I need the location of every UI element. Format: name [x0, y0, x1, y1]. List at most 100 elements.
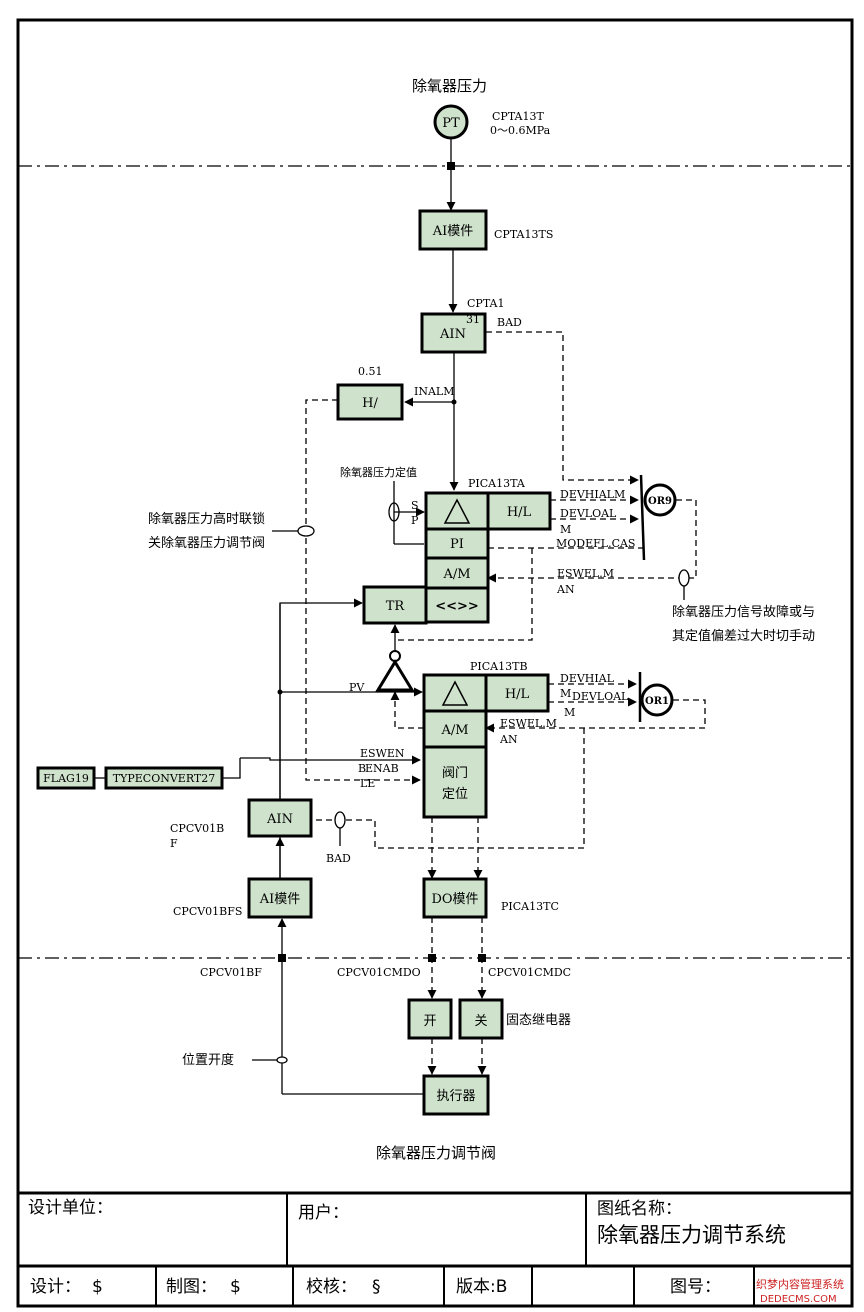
diagram-caption: 除氧器压力调节阀 — [376, 1144, 496, 1162]
eswen-line — [240, 755, 421, 765]
or1-to-am2 — [485, 699, 706, 733]
tb-draw-val: $ — [230, 1277, 241, 1297]
note-fault-1: 除氧器压力信号故障或与 — [672, 605, 815, 620]
do-module — [422, 877, 488, 919]
pi-label: PI — [450, 537, 464, 552]
note-fault-2: 其定值偏差过大时切手动 — [672, 628, 815, 644]
ai-module-2 — [247, 877, 313, 919]
position-tap — [276, 1056, 288, 1064]
pica-b-tag: PICA13TB — [470, 660, 528, 673]
eswel2-b: AN — [499, 733, 518, 746]
tb-version: 版本:B — [456, 1277, 507, 1297]
cpcv01bf-label: CPCV01BF — [200, 966, 262, 979]
or1-gate — [640, 683, 674, 717]
do-module-label: DO模件 — [431, 892, 478, 907]
bad2-tap — [334, 811, 346, 829]
ai-module-2-label: AI模件 — [259, 892, 301, 907]
sensor-tag: CPTA13T — [492, 110, 544, 123]
close-label: 关 — [474, 1014, 487, 1029]
modefl-to-tr — [395, 548, 533, 641]
pica-a-tag: PICA13TA — [468, 477, 526, 490]
sp-p: P — [411, 514, 419, 527]
ain-block-1-tag-b: 31 — [466, 313, 480, 326]
watermark-line-2: DEDECMS.COM — [760, 1294, 837, 1305]
terminal-mark — [447, 162, 455, 170]
enab-b: LE — [360, 777, 375, 790]
terminal-mark-2 — [278, 954, 286, 962]
ain-block-2 — [247, 798, 313, 838]
am2-to-inverter — [390, 691, 424, 729]
am-block-1 — [424, 556, 490, 590]
eswen-b: B — [358, 762, 366, 775]
valve-pos-2: 定位 — [442, 787, 468, 802]
hl-label-2: H/L — [505, 687, 530, 702]
hl-block-2 — [484, 673, 550, 713]
enab-label: ENAB — [365, 762, 399, 775]
ain-block-2-tag-b: F — [170, 837, 178, 850]
ain-block-1 — [420, 312, 487, 354]
hslash-label: H/ — [362, 396, 378, 411]
bad2-line — [316, 728, 585, 849]
tr-block — [362, 585, 428, 625]
devloal-m: M — [560, 523, 571, 536]
bad-label-2: BAD — [326, 852, 351, 865]
delta-symbol-2 — [441, 680, 469, 706]
eswel1-b: AN — [556, 583, 575, 596]
watermark-line-1: 织梦内容管理系统 — [756, 1277, 844, 1291]
devhial2-label: DEVHIAL — [560, 672, 615, 685]
pv-label: PV — [349, 681, 365, 694]
do-module-tag: PICA13TC — [501, 900, 559, 913]
ai-module-1-tag: CPTA13TS — [494, 228, 553, 241]
arrows-label: <<>> — [435, 599, 479, 614]
ai-module-1 — [418, 209, 488, 251]
fault-tap — [678, 569, 690, 587]
cmdc-label: CPCV01CMDC — [488, 966, 571, 979]
hl-block-1 — [486, 491, 552, 531]
bad-label-1: BAD — [497, 316, 522, 329]
tb-drawing-name-label: 图纸名称： — [597, 1199, 682, 1219]
ain-block-2-label: AIN — [266, 812, 293, 827]
devhialm-label: DEVHIALM — [560, 488, 625, 501]
ai-module-2-tag: CPCV01BFS — [173, 905, 242, 918]
am-label-2: A/M — [440, 723, 468, 738]
page-border — [16, 18, 854, 1308]
devloal2-m: M — [564, 706, 575, 719]
pt-symbol: PT — [442, 116, 460, 131]
sensor-range: 0～0.6MPa — [490, 124, 551, 137]
open-relay — [407, 998, 453, 1040]
devloal-label: DEVLOAL — [560, 507, 617, 520]
inalm-label: INALM — [414, 385, 454, 398]
actuator-block — [422, 1074, 490, 1116]
note-interlock-1: 除氧器压力高时联锁 — [148, 511, 265, 527]
actuator-label: 执行器 — [436, 1089, 475, 1104]
tb-design-unit: 设计单位： — [28, 1198, 113, 1218]
sensor-title: 除氧器压力 — [412, 77, 487, 95]
hslash-to-valve — [305, 399, 421, 785]
valve-pos-1: 阀门 — [442, 766, 468, 781]
terminal-mark-3 — [428, 954, 436, 962]
tb-design-val: $ — [92, 1277, 103, 1297]
tb-check: 校核： — [306, 1277, 357, 1297]
note-interlock-2: 关除氧器压力调节阀 — [148, 536, 265, 551]
hslash-value: 0.51 — [358, 365, 383, 378]
am-label-1: A/M — [442, 567, 470, 582]
or9-bar — [639, 474, 646, 561]
ai-module-1-label: AI模件 — [432, 224, 474, 239]
tb-draw: 制图： — [166, 1277, 217, 1297]
setpoint-label: 除氧器压力定值 — [340, 465, 417, 479]
open-label: 开 — [423, 1014, 436, 1029]
sp-s: S — [411, 499, 419, 512]
eswel2-label: ESWEL.M — [500, 717, 557, 730]
valve-positioner-block — [422, 745, 488, 819]
or9-label: OR9 — [648, 496, 672, 507]
tb-user: 用户： — [298, 1203, 349, 1223]
position-label: 位置开度 — [182, 1052, 234, 1068]
inverter-triangle — [375, 659, 415, 692]
interlock-tap — [297, 525, 315, 537]
tr-label: TR — [386, 599, 406, 614]
typeconvert-label: TYPECONVERT27 — [113, 772, 216, 785]
ain-block-1-label: AIN — [439, 327, 466, 342]
devloal2-label: DEVLOAL — [572, 690, 629, 703]
or9-gate — [643, 483, 677, 517]
